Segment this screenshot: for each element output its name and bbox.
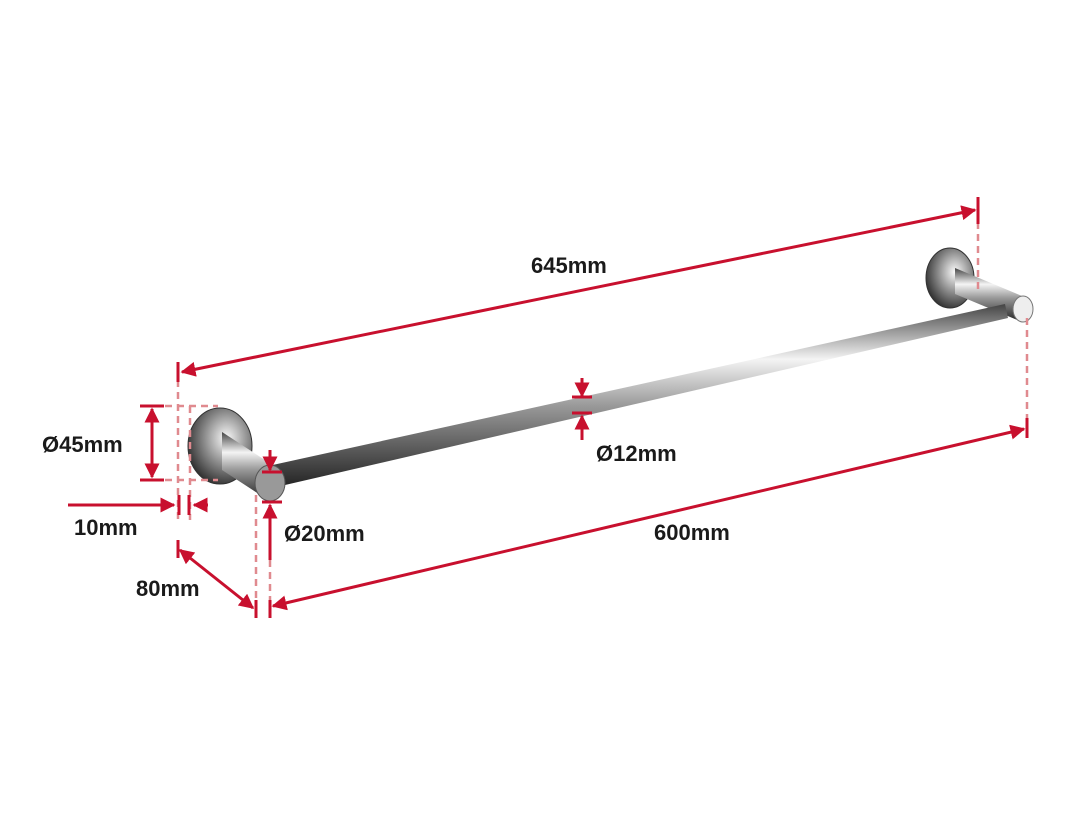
- dimension-bar-length: 600mm: [271, 318, 1029, 611]
- label-rosette-depth: 10mm: [74, 515, 138, 540]
- dimension-rosette-diameter: Ø45mm: [42, 404, 218, 520]
- label-bar-diameter: Ø12mm: [596, 441, 677, 466]
- dimension-projection: 80mm: [136, 495, 258, 618]
- dimension-bar-diameter: Ø12mm: [572, 378, 677, 466]
- dimension-overall-length: 645mm: [176, 197, 980, 520]
- label-post-diameter: Ø20mm: [284, 521, 365, 546]
- label-projection: 80mm: [136, 576, 200, 601]
- label-overall-length: 645mm: [531, 253, 607, 278]
- dimension-rosette-depth: 10mm: [68, 495, 208, 540]
- label-rosette-diameter: Ø45mm: [42, 432, 123, 457]
- label-bar-length: 600mm: [654, 520, 730, 545]
